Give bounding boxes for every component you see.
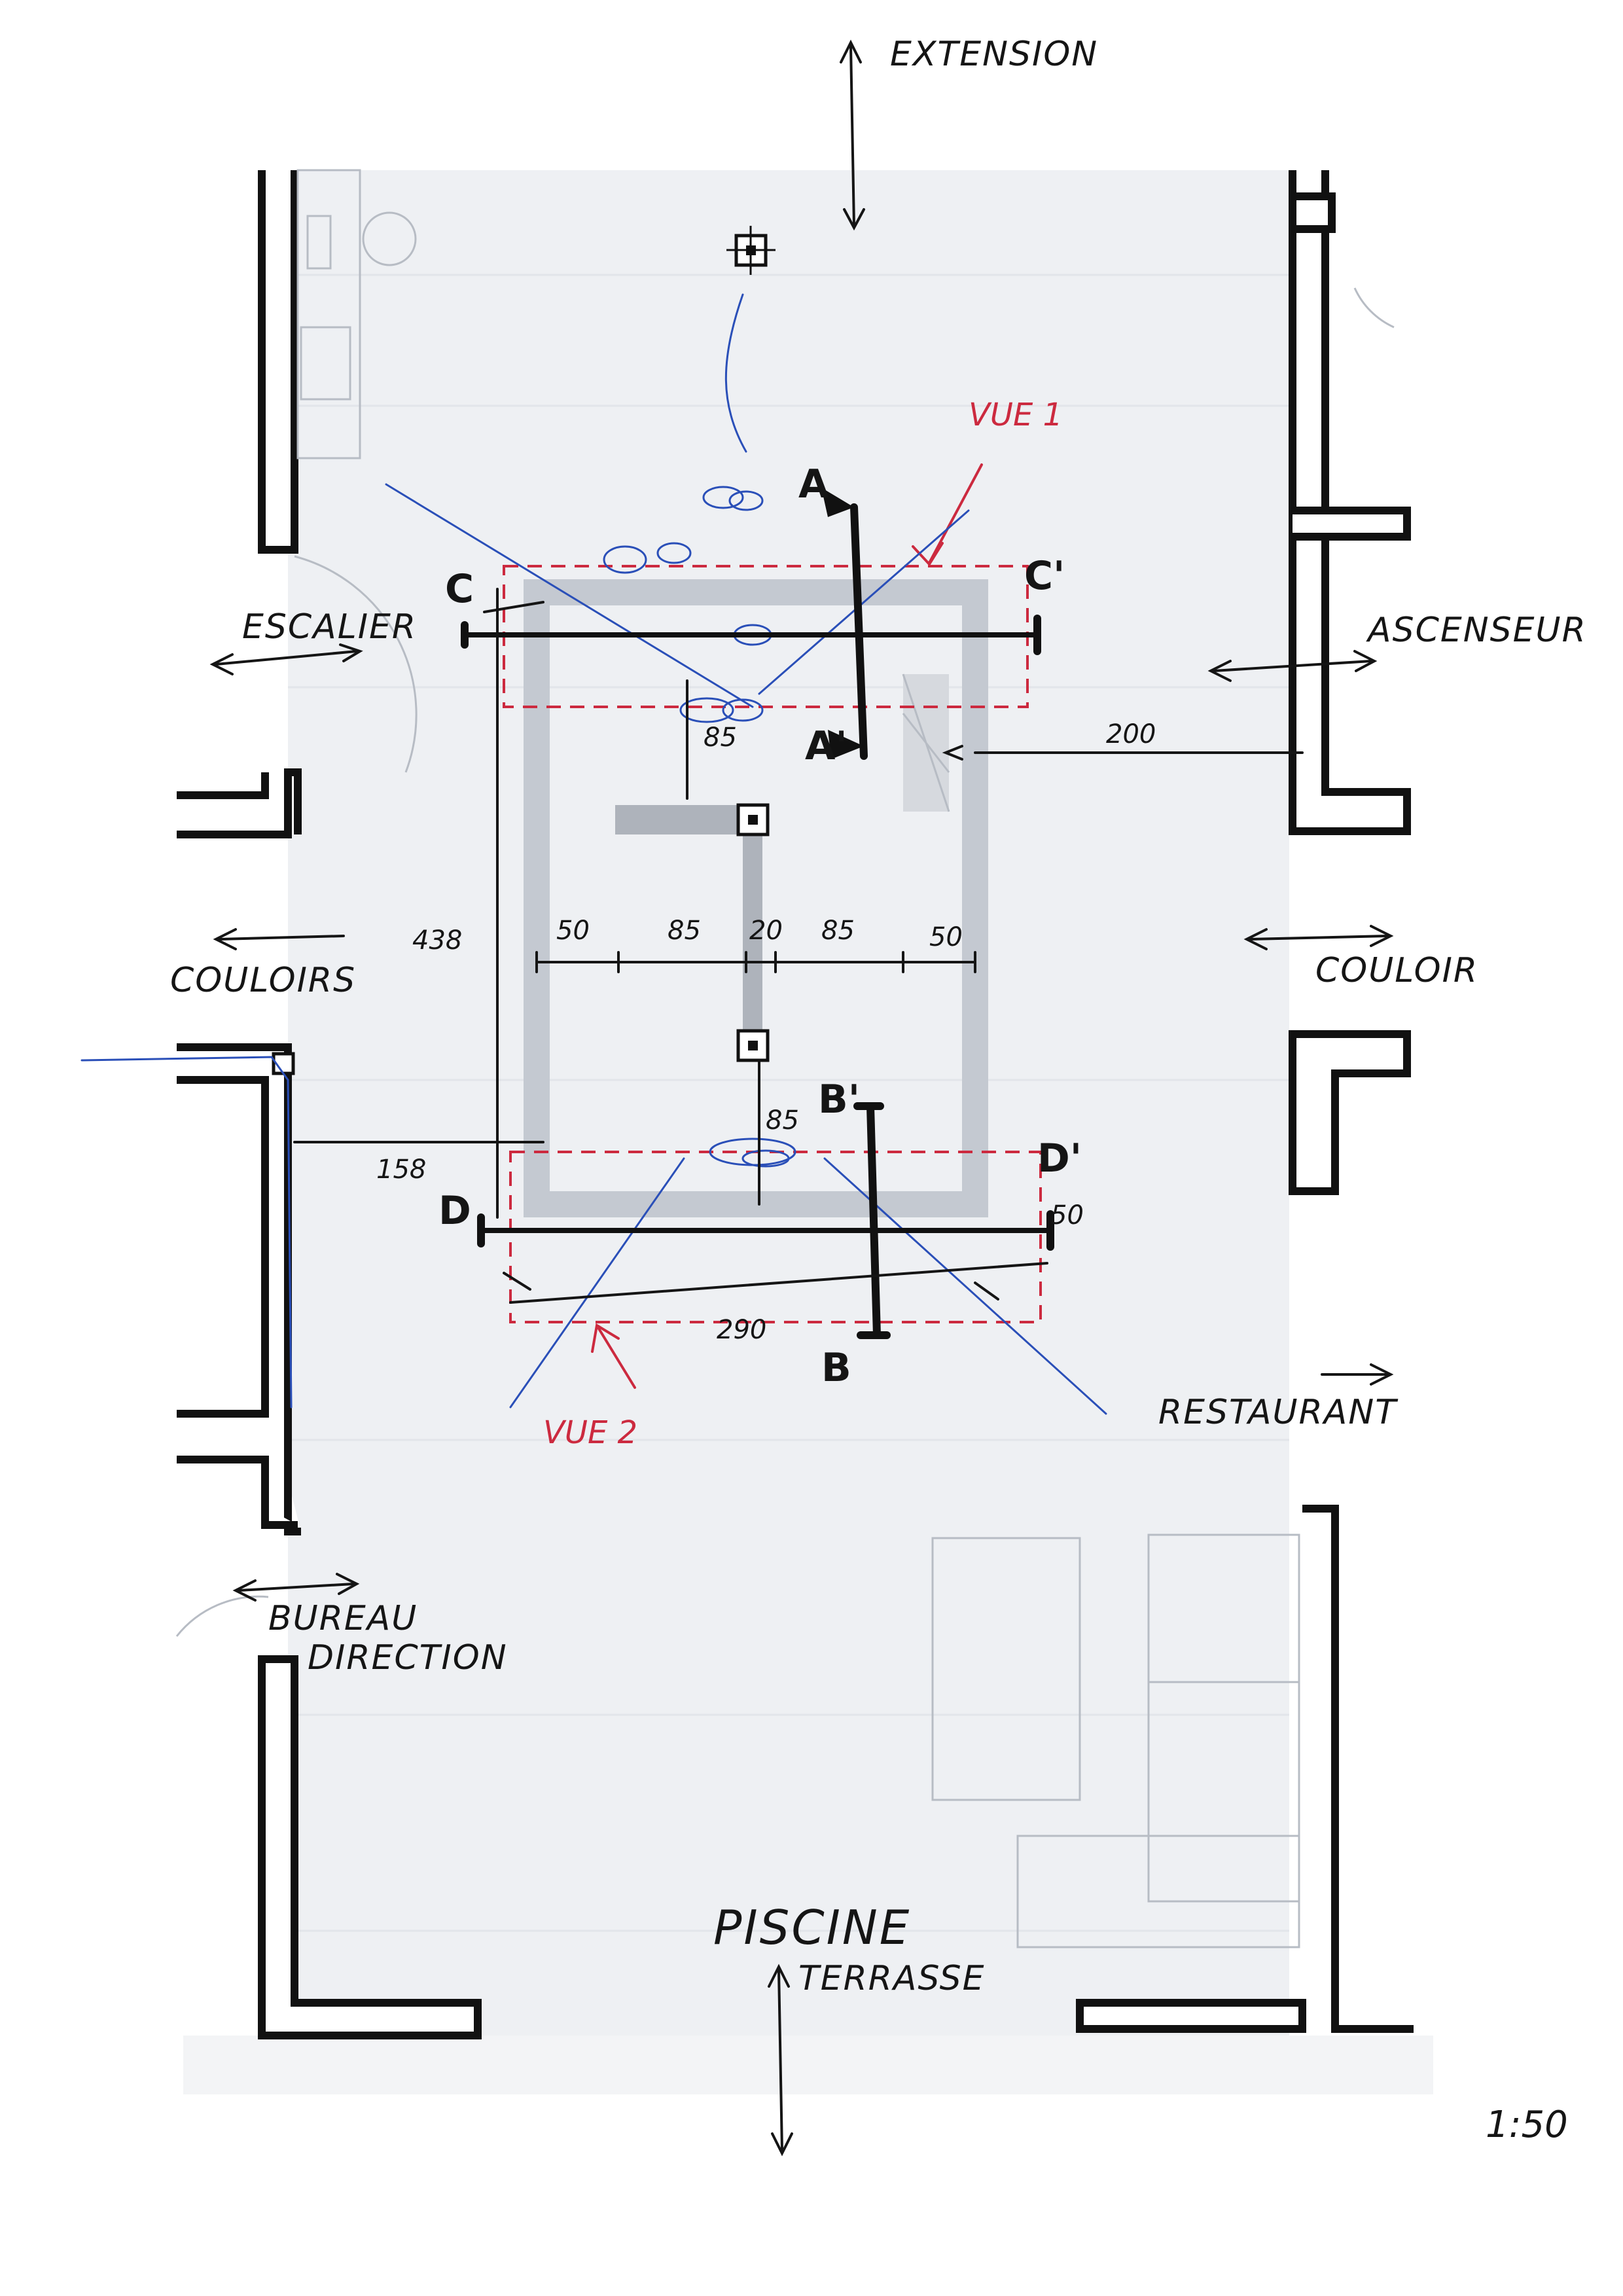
label-direction: DIRECTION	[308, 1638, 508, 1677]
label-couloir: COULOIR	[1315, 951, 1478, 990]
section-label-a: A	[798, 461, 829, 507]
dim-85-right: 85	[821, 916, 855, 946]
section-label-d: D	[438, 1188, 471, 1234]
dim-438: 438	[412, 925, 462, 956]
label-restaurant: RESTAURANT	[1158, 1393, 1399, 1432]
section-label-c: C	[445, 566, 474, 612]
terrace-strip	[183, 2036, 1433, 2094]
column-middle	[736, 803, 770, 836]
label-vue2: VUE 2	[543, 1414, 637, 1451]
label-vue1: VUE 1	[969, 397, 1063, 433]
dim-20: 20	[749, 916, 783, 946]
label-bureau: BUREAU	[268, 1599, 418, 1638]
columns	[272, 226, 776, 1075]
top-left-fixtures	[296, 169, 417, 459]
section-lines	[461, 488, 1054, 1339]
dim-50-left: 50	[556, 916, 590, 946]
section-labels: A A' B' B C C' D D'	[438, 461, 1082, 1391]
direction-arrows	[209, 39, 1394, 2157]
section-label-a-prime: A'	[805, 723, 847, 769]
dim-50-side: 50	[1050, 1200, 1084, 1230]
section-label-d-prime: D'	[1037, 1136, 1082, 1181]
label-scale: 1:50	[1486, 2104, 1568, 2146]
door-swings	[175, 287, 1395, 1637]
dim-50-right: 50	[929, 922, 963, 952]
section-label-b: B	[821, 1345, 851, 1391]
label-couloirs: COULOIRS	[170, 961, 356, 1000]
floor-area	[288, 170, 1289, 2081]
column-lower	[736, 1029, 770, 1062]
dim-290: 290	[717, 1315, 766, 1345]
section-label-c-prime: C'	[1024, 553, 1065, 599]
floor-grid	[288, 274, 1289, 1932]
furniture	[931, 1534, 1300, 1948]
label-terrasse: TERRASSE	[798, 1959, 985, 1998]
dimension-labels: 438 50 85 20 85 50 85 85 200 158 290 50	[376, 719, 1156, 1345]
dim-200: 200	[1106, 719, 1156, 749]
section-label-b-prime: B'	[818, 1077, 860, 1122]
dim-85-bottom: 85	[766, 1105, 799, 1136]
dim-85-left: 85	[668, 916, 701, 946]
column-top	[726, 226, 776, 275]
room-labels: EXTENSION ESCALIER ASCENSEUR COULOIRS CO…	[170, 35, 1587, 2146]
right-walls	[1076, 170, 1414, 2033]
left-walls	[177, 170, 482, 2039]
central-frame	[524, 579, 988, 1217]
label-extension: EXTENSION	[890, 35, 1098, 74]
dimension-lines	[293, 588, 1304, 1304]
label-escalier: ESCALIER	[242, 607, 417, 647]
dim-158: 158	[376, 1155, 426, 1185]
label-piscine: PISCINE	[713, 1900, 911, 1955]
dim-85-top: 85	[704, 723, 737, 753]
label-ascenseur: ASCENSEUR	[1366, 611, 1587, 650]
